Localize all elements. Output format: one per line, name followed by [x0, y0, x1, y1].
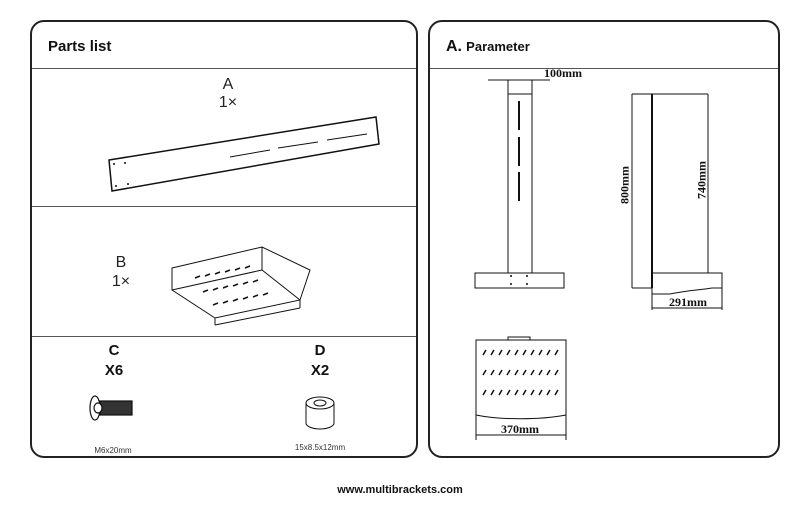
dim-height: 800mm: [617, 166, 632, 204]
part-d-qty: X2: [310, 362, 330, 379]
screw-drawing: [89, 395, 133, 421]
part-d-size: 15x8.5x12mm: [294, 443, 346, 452]
part-a-letter: A: [222, 76, 234, 93]
spacer-drawing: [305, 396, 335, 430]
parameter-panel: A. Parameter: [428, 20, 780, 458]
part-c-size: M6x20mm: [94, 446, 132, 455]
part-a-qty: 1×: [218, 94, 238, 111]
parts-list-title: Parts list: [48, 38, 112, 55]
dim-depth: 291mm: [669, 295, 707, 309]
part-b-drawing: [171, 246, 311, 326]
part-d-letter: D: [314, 342, 326, 359]
parts-list-panel: Parts list: [30, 20, 418, 458]
dim-inner-height: 740mm: [694, 161, 709, 199]
dim-shelf-width: 370mm: [501, 422, 539, 436]
dim-width: 100mm: [544, 66, 582, 80]
part-a-drawing: [108, 116, 380, 192]
part-c-letter: C: [108, 342, 120, 359]
divider: [32, 206, 416, 207]
parameter-title: A. Parameter: [446, 38, 530, 55]
part-c-qty: X6: [104, 362, 124, 379]
side-view-drawing: [631, 93, 723, 310]
divider: [32, 336, 416, 337]
front-view-drawing: [474, 79, 565, 289]
footer-url: www.multibrackets.com: [337, 484, 463, 496]
part-b-qty: 1×: [111, 273, 131, 290]
shelf-top-view-drawing: [475, 336, 567, 440]
part-b-letter: B: [115, 254, 127, 271]
